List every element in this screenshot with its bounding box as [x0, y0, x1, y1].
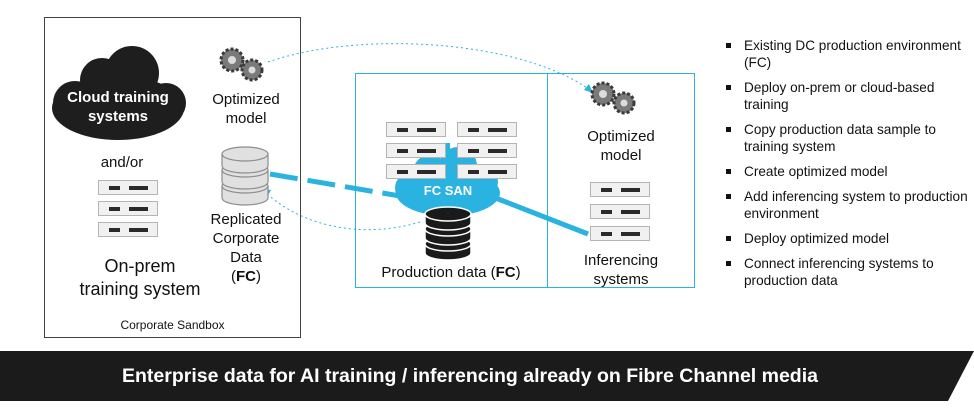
- production-database-icon: [424, 206, 472, 261]
- steps-list: Existing DC production environment (FC) …: [724, 37, 969, 297]
- production-data-label: Production data (FC): [381, 264, 521, 281]
- replicated-database-icon: [221, 146, 269, 206]
- cloud-icon: [52, 46, 186, 140]
- cloud-training-label: Cloud training systems: [67, 89, 169, 125]
- server-icon: [457, 164, 517, 179]
- step-item: Create optimized model: [724, 163, 969, 180]
- server-icon: [98, 201, 158, 216]
- deploy-model-arrowhead: [584, 84, 593, 93]
- banner-title: Enterprise data for AI training / infere…: [121, 365, 818, 387]
- deploy-model-arrow: [267, 43, 591, 91]
- server-icon: [457, 143, 517, 158]
- server-icon: [386, 122, 446, 137]
- inferencing-systems-label: Inferencing systems: [583, 252, 659, 288]
- optimized-model-label: Optimized model: [212, 91, 280, 127]
- step-item: Copy production data sample to training …: [724, 121, 969, 155]
- inferencing-server-icon: [590, 182, 650, 197]
- replication-link: [269, 171, 401, 199]
- onprem-training-label: On-prem training system: [79, 256, 201, 299]
- server-icon: [386, 164, 446, 179]
- server-icon: [457, 122, 517, 137]
- inferencing-server-icon: [590, 226, 650, 241]
- production-optimized-model-label: Optimized model: [587, 128, 655, 164]
- san-to-inferencing-link: [492, 194, 589, 237]
- inferencing-server-icon: [590, 204, 650, 219]
- production-divider: [547, 73, 548, 288]
- server-icon: [98, 222, 158, 237]
- server-icon: [98, 180, 158, 195]
- step-item: Deploy on-prem or cloud-based training: [724, 79, 969, 113]
- sandbox-caption: Corporate Sandbox: [120, 318, 225, 332]
- fc-san-label: FC SAN: [423, 183, 473, 198]
- replicated-data-label: Replicated Corporate Data (FC): [210, 211, 282, 285]
- step-item: Add inferencing system to production env…: [724, 188, 969, 222]
- step-item: Connect inferencing systems to productio…: [724, 255, 969, 289]
- step-item: Existing DC production environment (FC): [724, 37, 969, 71]
- andor-label: and/or: [100, 154, 144, 171]
- copy-data-arrow: [264, 191, 421, 231]
- production-environment-box: [355, 73, 695, 288]
- server-icon: [386, 143, 446, 158]
- banner-background: [0, 351, 974, 401]
- corporate-sandbox-box: [44, 17, 301, 338]
- step-item: Deploy optimized model: [724, 230, 969, 247]
- gears-icon: [219, 47, 264, 82]
- gears-icon-production: [590, 81, 636, 115]
